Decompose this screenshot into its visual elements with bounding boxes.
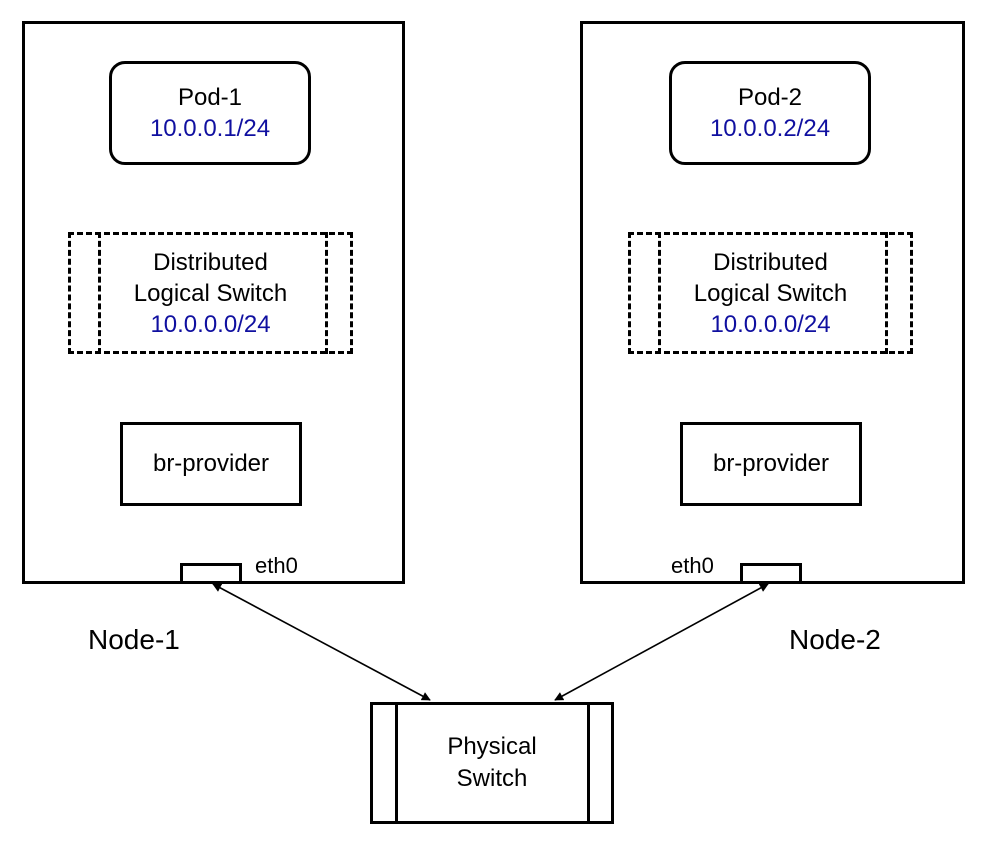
link-eth0-2-physical-switch xyxy=(554,583,769,701)
pod-1-cidr: 10.0.0.1/24 xyxy=(149,115,271,142)
bridge-1-box: br-provider xyxy=(120,422,302,506)
logical-switch-2-line1: Distributed xyxy=(713,248,828,276)
logical-switch-1-cidr: 10.0.0.0/24 xyxy=(150,310,271,338)
physical-switch-box: Physical Switch xyxy=(370,702,614,824)
logical-switch-1-inner-left xyxy=(98,232,101,354)
bridge-1-label: br-provider xyxy=(152,450,270,477)
logical-switch-1-box: Distributed Logical Switch 10.0.0.0/24 xyxy=(68,232,353,354)
node-2-label: Node-2 xyxy=(789,624,881,655)
bridge-2-box: br-provider xyxy=(680,422,862,506)
logical-switch-1-inner-right xyxy=(325,232,328,354)
eth0-1-label: eth0 xyxy=(255,553,298,578)
pod-1-name: Pod-1 xyxy=(177,84,243,111)
pod-2-box: Pod-2 10.0.0.2/24 xyxy=(669,61,871,165)
physical-switch-bar-right xyxy=(587,705,590,821)
physical-switch-line1: Physical xyxy=(447,733,537,760)
physical-switch-line2: Switch xyxy=(456,765,528,792)
pod-1-box: Pod-1 10.0.0.1/24 xyxy=(109,61,311,165)
eth0-2-label: eth0 xyxy=(671,553,714,578)
logical-switch-2-inner-right xyxy=(885,232,888,354)
eth0-2-port xyxy=(740,563,802,584)
logical-switch-2-cidr: 10.0.0.0/24 xyxy=(710,310,831,338)
logical-switch-2-line2: Logical Switch xyxy=(693,279,848,307)
logical-switch-1-line1: Distributed xyxy=(153,248,268,276)
link-eth0-1-physical-switch xyxy=(212,583,431,701)
logical-switch-1-line2: Logical Switch xyxy=(133,279,288,307)
pod-2-name: Pod-2 xyxy=(737,84,803,111)
logical-switch-2-box: Distributed Logical Switch 10.0.0.0/24 xyxy=(628,232,913,354)
physical-switch-bar-left xyxy=(395,705,398,821)
bridge-2-label: br-provider xyxy=(712,450,830,477)
eth0-1-port xyxy=(180,563,242,584)
node-1-label: Node-1 xyxy=(88,624,180,655)
logical-switch-2-inner-left xyxy=(658,232,661,354)
pod-2-cidr: 10.0.0.2/24 xyxy=(709,115,831,142)
